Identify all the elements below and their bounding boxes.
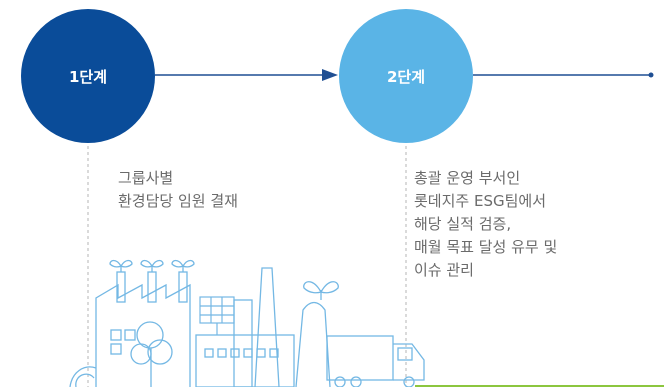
step-1-label: 1단계 (68, 67, 108, 86)
solar-panel-icon (199, 296, 235, 335)
step-2-description: 총괄 운영 부서인 롯데지주 ESG팀에서 해당 실적 검증, 매월 목표 달성… (414, 169, 558, 279)
connector-end-dot (648, 72, 654, 78)
arrow-right-icon (322, 69, 338, 81)
step-2-circle: 2단계 (339, 9, 473, 143)
factory-icon (69, 267, 331, 387)
sprout-icon (109, 259, 339, 300)
tree-icon (75, 321, 173, 387)
step-2-label: 2단계 (386, 67, 426, 86)
truck-icon (326, 335, 425, 387)
step-1-description: 그룹사별 환경담당 임원 결재 (118, 169, 238, 210)
step-1-circle: 1단계 (21, 9, 155, 143)
